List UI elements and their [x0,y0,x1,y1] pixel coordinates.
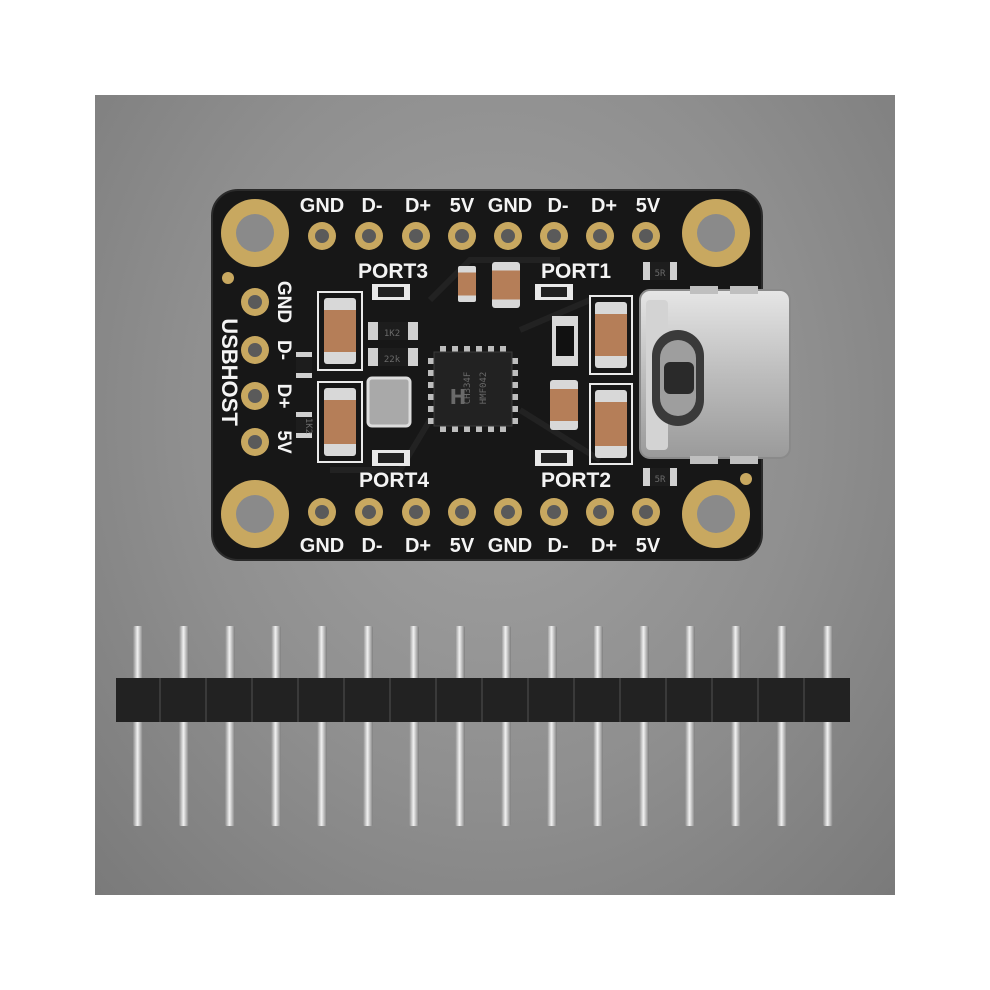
top-pin-label: 5V [636,195,661,217]
top-pin-labels: GND D- D+ 5V GND D- D+ 5V [300,195,661,217]
top-pin-label: D- [361,195,382,217]
side-pin-label: D- [273,340,294,360]
side-title: USBHOST [217,318,242,426]
fiducial-dot [222,272,234,284]
top-pin-label: D+ [405,195,431,217]
part-mark: 1K2 [384,329,400,339]
bottom-pin-label: GND [488,535,532,557]
top-pin-label: D- [547,195,568,217]
mounting-hole-bottom-left [221,480,289,548]
port-labels: PORT3 PORT1 PORT4 PORT2 [358,260,611,492]
top-pin-pads [308,222,660,250]
top-pin-label: GND [300,195,344,217]
bottom-pin-label: D- [547,535,568,557]
port3-label: PORT3 [358,260,428,283]
bottom-pin-label: D+ [405,535,431,557]
part-mark: 5R [655,269,666,279]
port1-label: PORT1 [541,260,611,283]
usb-c-connector [639,286,791,464]
side-pin-labels: GND D- D+ 5V USBHOST [217,281,294,454]
fiducial-dot [740,473,752,485]
bottom-pin-label: 5V [636,535,661,557]
bottom-pin-pads [308,498,660,526]
part-mark: 5R [655,475,666,485]
part-mark: 1K2 [303,418,313,434]
bottom-pin-label: D+ [591,535,617,557]
side-pin-label: 5V [273,430,294,454]
header-pin-strip [116,626,850,826]
mounting-hole-top-right [682,199,750,267]
bottom-pin-label: 5V [450,535,475,557]
bottom-pin-label: D- [361,535,382,557]
capacitors [317,262,633,465]
port4-label: PORT4 [359,469,429,492]
side-pin-label: GND [273,281,294,323]
side-pin-pads [222,272,752,485]
port2-label: PORT2 [541,469,611,492]
chip-text: HMF042 [479,372,489,405]
mounting-holes [221,199,750,548]
mounting-hole-top-left [221,199,289,267]
smd-components: 1K2 22k 5R 5R 1K2 [296,262,677,486]
crystal-component [366,376,412,428]
bottom-pin-label: GND [300,535,344,557]
top-pin-label: D+ [591,195,617,217]
bottom-pin-labels: GND D- D+ 5V GND D- D+ 5V [300,535,661,557]
chip-text: CH334F [463,372,473,405]
top-pin-label: GND [488,195,532,217]
mounting-hole-bottom-right [682,480,750,548]
hub-chip: CH334F HMF042 H [428,346,518,432]
wch-logo-icon: H [450,385,467,409]
top-pin-label: 5V [450,195,475,217]
side-pin-label: D+ [273,384,294,409]
part-mark: 22k [384,355,401,365]
header-pins [133,626,833,826]
